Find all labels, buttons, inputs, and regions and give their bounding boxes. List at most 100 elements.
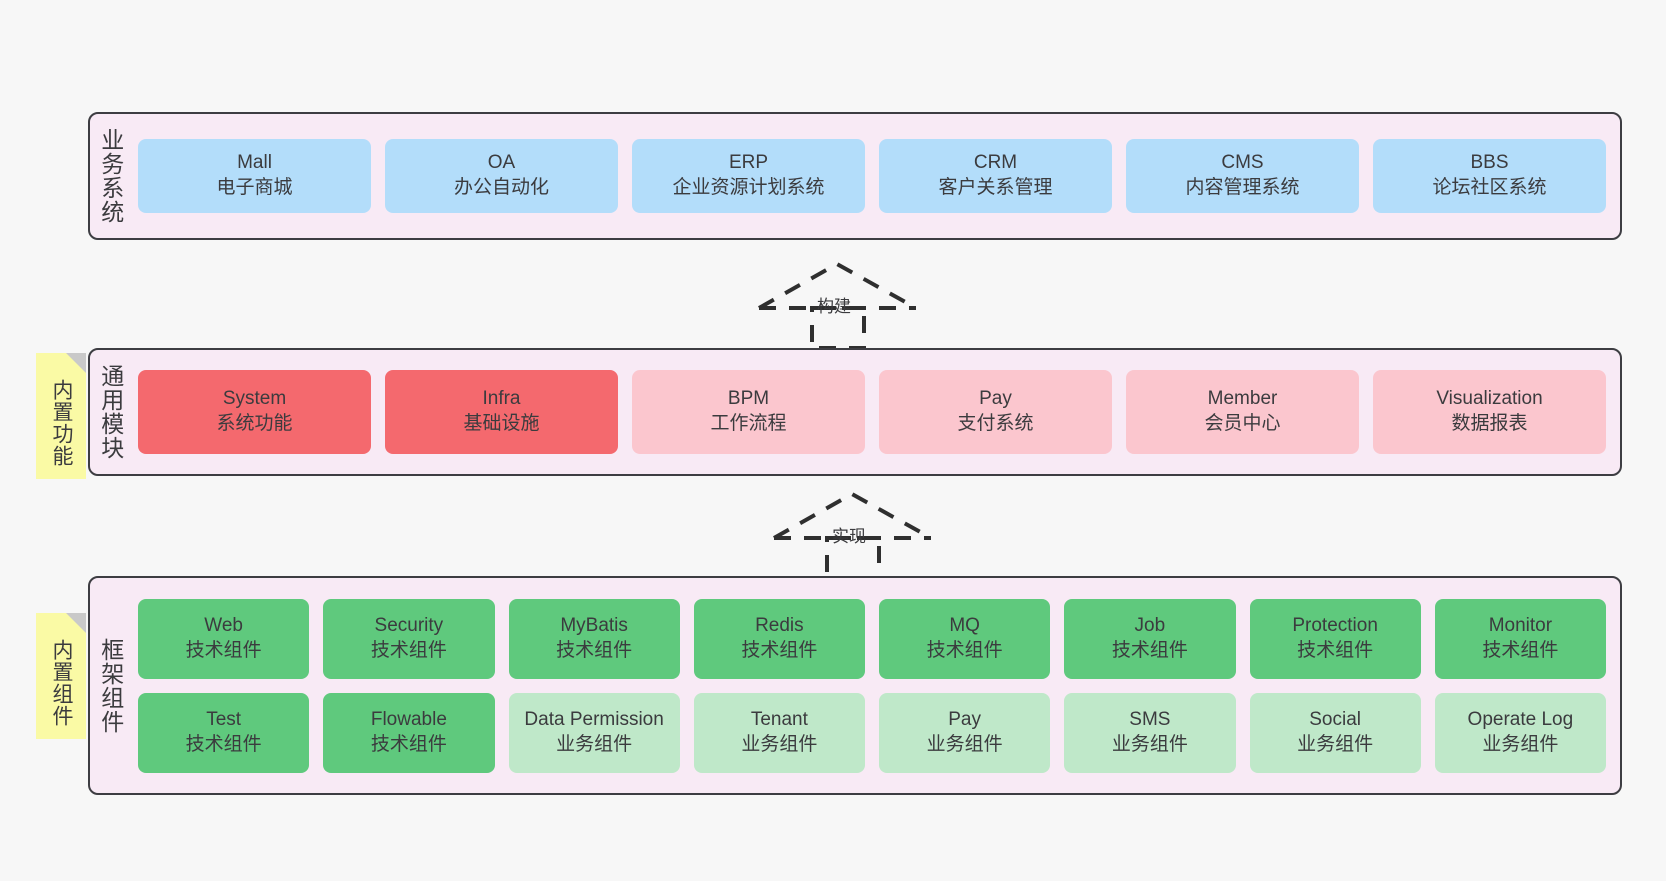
node-subtitle: 技术组件 [370,639,447,661]
node-title: Security [374,614,444,636]
layer-business-system: 业务系统 Mall 电子商城 OA 办公自动化 ERP 企业资源计划系统 CRM… [88,112,1622,240]
node-title: Web [204,614,243,636]
folded-corner-icon [66,353,86,373]
arrow-stem-dashed-rect [810,306,866,350]
node-redis[interactable]: Redis 技术组件 [693,598,865,679]
node-cms[interactable]: CMS 内容管理系统 [1126,139,1359,213]
node-title: Visualization [1436,388,1543,410]
layer-body-framework-component: Web 技术组件 Security 技术组件 MyBatis 技术组件 Redi… [130,578,1620,793]
node-title: CRM [973,152,1018,174]
node-mq[interactable]: MQ 技术组件 [879,598,1051,679]
node-title: ERP [728,152,769,174]
sticky-note-label: 内置组件 [50,639,74,727]
node-title: Pay [979,388,1012,410]
node-mybatis[interactable]: MyBatis 技术组件 [508,598,680,679]
node-test[interactable]: Test 技术组件 [138,692,310,773]
node-system[interactable]: System 系统功能 [138,370,371,454]
layer-title-framework-component: 框架组件 [97,637,124,734]
node-title: Operate Log [1467,708,1574,730]
layer-body-business-system: Mall 电子商城 OA 办公自动化 ERP 企业资源计划系统 CRM 客户关系… [130,114,1620,238]
node-title: Pay [948,708,981,730]
node-subtitle: 业务组件 [741,733,818,755]
node-subtitle: 业务组件 [1111,733,1188,755]
node-title: BBS [1470,152,1509,174]
node-subtitle: 企业资源计划系统 [672,177,825,198]
node-subtitle: 技术组件 [1482,639,1559,661]
node-member[interactable]: Member 会员中心 [1126,370,1359,454]
node-subtitle: 办公自动化 [453,177,549,198]
node-title: MQ [949,614,980,636]
node-subtitle: 系统功能 [216,413,293,434]
node-security[interactable]: Security 技术组件 [323,598,495,679]
node-subtitle: 支付系统 [957,413,1034,434]
node-crm[interactable]: CRM 客户关系管理 [879,139,1112,213]
node-pay[interactable]: Pay 支付系统 [879,370,1112,454]
node-pay-business[interactable]: Pay 业务组件 [879,692,1051,773]
node-title: BPM [727,388,770,410]
node-subtitle: 论坛社区系统 [1432,177,1547,198]
node-web[interactable]: Web 技术组件 [138,598,310,679]
layer-framework-component: 框架组件 Web 技术组件 Security 技术组件 MyBatis 技术组件… [88,576,1622,795]
arrow-build: 构建 [755,258,920,350]
node-row: Web 技术组件 Security 技术组件 MyBatis 技术组件 Redi… [138,598,1606,679]
node-operate-log[interactable]: Operate Log 业务组件 [1434,692,1606,773]
node-title: MyBatis [560,614,628,636]
node-mall[interactable]: Mall 电子商城 [138,139,371,213]
folded-corner-icon [66,613,86,633]
layer-title-common-module: 通用模块 [97,364,124,460]
node-subtitle: 基础设施 [463,413,540,434]
node-row: Test 技术组件 Flowable 技术组件 Data Permission … [138,692,1606,773]
node-flowable[interactable]: Flowable 技术组件 [323,692,495,773]
node-visualization[interactable]: Visualization 数据报表 [1373,370,1606,454]
node-subtitle: 技术组件 [370,733,447,755]
arrow-label-build: 构建 [817,297,851,316]
node-title: Job [1134,614,1166,636]
node-subtitle: 技术组件 [1111,639,1188,661]
node-subtitle: 技术组件 [185,639,262,661]
node-oa[interactable]: OA 办公自动化 [385,139,618,213]
layer-common-module: 通用模块 System 系统功能 Infra 基础设施 BPM 工作流程 Pay… [88,348,1622,476]
node-title: Test [206,708,242,730]
node-subtitle: 业务组件 [926,733,1003,755]
sticky-note-label: 内置功能 [50,379,74,467]
arrow-implement: 实现 [770,488,935,580]
node-title: Infra [482,388,521,410]
sticky-note-builtin-function: 内置功能 [36,353,86,479]
node-title: Tenant [750,708,808,730]
node-social[interactable]: Social 业务组件 [1249,692,1421,773]
node-subtitle: 业务组件 [1482,733,1559,755]
node-title: Protection [1292,614,1378,636]
node-monitor[interactable]: Monitor 技术组件 [1434,598,1606,679]
node-subtitle: 技术组件 [926,639,1003,661]
arrow-stem-dashed-rect [825,536,881,580]
node-subtitle: 技术组件 [741,639,818,661]
node-subtitle: 技术组件 [185,733,262,755]
layer-body-common-module: System 系统功能 Infra 基础设施 BPM 工作流程 Pay 支付系统… [130,350,1620,474]
node-subtitle: 业务组件 [1297,733,1374,755]
node-infra[interactable]: Infra 基础设施 [385,370,618,454]
node-subtitle: 会员中心 [1204,413,1281,434]
node-title: Member [1207,388,1278,410]
arrow-label-implement: 实现 [832,527,866,546]
node-title: Social [1309,708,1361,730]
node-protection[interactable]: Protection 技术组件 [1249,598,1421,679]
node-subtitle: 电子商城 [216,177,293,198]
node-title: Mall [237,152,272,174]
node-erp[interactable]: ERP 企业资源计划系统 [632,139,865,213]
node-tenant[interactable]: Tenant 业务组件 [693,692,865,773]
node-subtitle: 工作流程 [710,413,787,434]
node-subtitle: 技术组件 [1297,639,1374,661]
node-job[interactable]: Job 技术组件 [1064,598,1236,679]
node-data-permission[interactable]: Data Permission 业务组件 [508,692,680,773]
node-subtitle: 内容管理系统 [1185,177,1300,198]
node-bbs[interactable]: BBS 论坛社区系统 [1373,139,1606,213]
node-bpm[interactable]: BPM 工作流程 [632,370,865,454]
node-title: CMS [1221,152,1264,174]
layer-title-business-system: 业务系统 [97,128,124,224]
node-sms[interactable]: SMS 业务组件 [1064,692,1236,773]
node-subtitle: 数据报表 [1451,413,1528,434]
node-row: System 系统功能 Infra 基础设施 BPM 工作流程 Pay 支付系统… [138,370,1606,454]
node-title: Flowable [370,708,447,730]
node-title: Monitor [1488,614,1553,636]
